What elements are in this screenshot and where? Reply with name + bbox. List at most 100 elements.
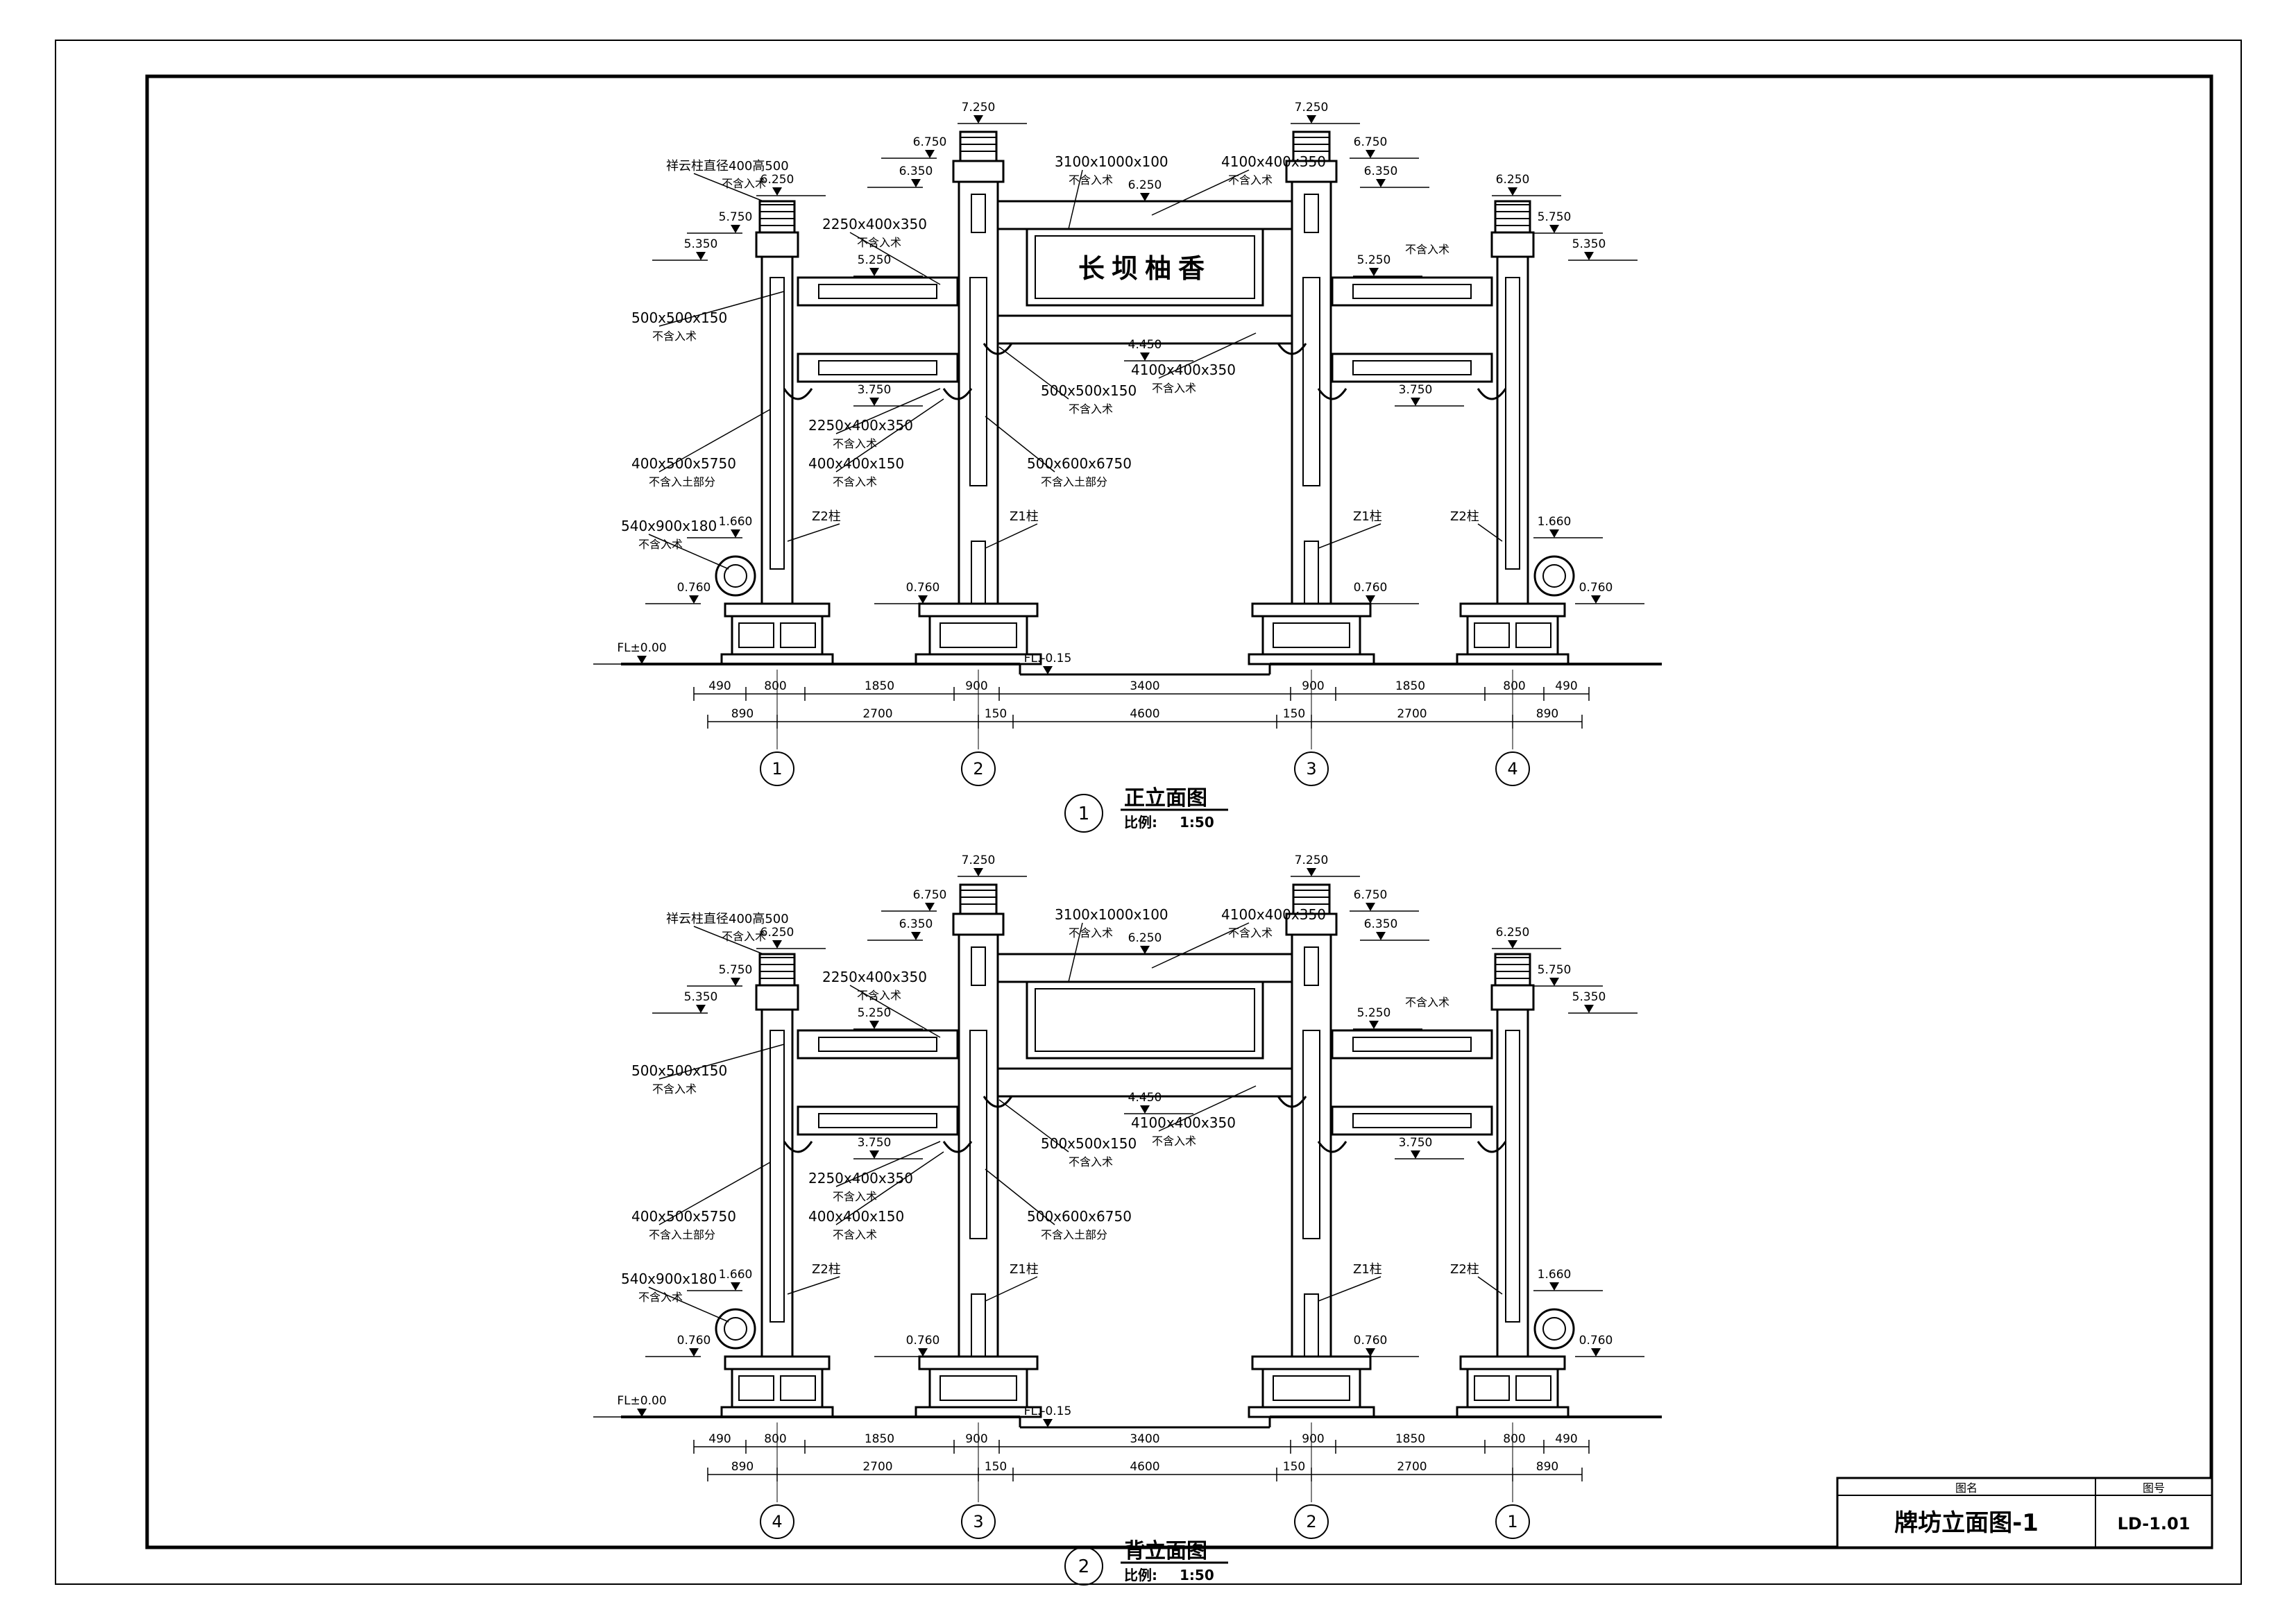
front-axis-bubble-4	[1495, 751, 1530, 786]
front-main-column-1-lantern	[959, 130, 998, 162]
front-side-column-1-cap-band	[755, 231, 799, 258]
front-level-base-3: 0.760	[1354, 581, 1388, 595]
front-note-7: 2250x400x350	[822, 216, 927, 232]
back-level-beam-top-marker	[869, 1021, 879, 1029]
back-side-column-2-plinth	[1466, 1368, 1559, 1409]
back-side-column-2-lantern	[1494, 953, 1531, 987]
front-note-29: Z2柱	[1450, 509, 1479, 524]
front-main-column-1-plinth	[928, 615, 1028, 656]
front-side-column-1-groove	[769, 277, 785, 570]
drawing-number: LD-1.01	[2118, 1514, 2191, 1533]
front-scale-label: 比例:	[1124, 814, 1157, 831]
front-main-column-2-lower-groove	[1304, 541, 1319, 611]
front-level-lower-beam: 3.750	[858, 383, 892, 397]
front-level-top-2-marker	[1307, 115, 1316, 124]
front-level-beam-top: 5.250	[858, 253, 892, 267]
back-level-mid-marker	[1140, 1105, 1150, 1114]
back-level-drum-2: 1.660	[1538, 1268, 1572, 1282]
back-level-road-marker	[1043, 1419, 1053, 1427]
back-note-14-leader	[1158, 1085, 1257, 1132]
front-level-mid: 4.450	[1128, 338, 1162, 352]
back-note-26-leader	[787, 1276, 840, 1295]
front-note-11: 不含入术	[652, 330, 697, 343]
back-main-column-1-cap-band	[952, 912, 1005, 936]
title-block-no-header: 图号	[2143, 1481, 2165, 1495]
back-axis-bubble-4	[1495, 1504, 1530, 1539]
back-side-column-2	[1496, 1008, 1529, 1365]
back-level-beam-top-2: 5.250	[1357, 1006, 1391, 1020]
back-level-lower-beam-2-marker	[1411, 1150, 1420, 1159]
front-dim2-4: 150	[1283, 707, 1305, 721]
back-level-beam-top-2-marker	[1369, 1021, 1379, 1029]
back-level-cap-small-2-marker	[1366, 903, 1375, 911]
front-axis-bubble-3	[1294, 751, 1329, 786]
front-sign-board-inner	[1035, 235, 1255, 299]
front-side-column-2-drum-stone	[1533, 555, 1575, 597]
back-dim2-2: 150	[985, 1460, 1007, 1474]
back-note-21: 不含入土部分	[649, 1228, 715, 1241]
back-note-28-leader	[1318, 1276, 1381, 1302]
front-level-cap-small: 6.750	[913, 135, 947, 149]
back-note-7-leader	[849, 985, 941, 1038]
front-level-drum: 1.660	[719, 515, 753, 529]
back-dim2-1: 2700	[862, 1460, 892, 1474]
back-note-29: Z2柱	[1450, 1262, 1479, 1277]
front-main-beam-upper	[996, 200, 1293, 230]
back-note-11: 不含入术	[652, 1082, 697, 1096]
back-side-beam-2-lower-panel	[1352, 1113, 1472, 1128]
back-note-24-leader	[648, 1286, 729, 1323]
back-level-base-3: 0.760	[1354, 1334, 1388, 1348]
back-level-main-beam-marker	[1140, 946, 1150, 954]
front-level-side-cap2-2-marker	[1584, 252, 1594, 260]
front-side-column-1	[760, 255, 794, 612]
back-level-side-top-marker	[772, 940, 782, 949]
back-main-column-1-lantern	[959, 883, 998, 915]
back-main-column-2-base-top	[1251, 1355, 1372, 1370]
title-block-name-header: 图名	[1955, 1481, 1978, 1495]
front-side-beam-1-lower	[797, 352, 959, 383]
front-note-10-leader	[658, 291, 785, 327]
front-level-side-top-2: 6.250	[1496, 173, 1530, 187]
back-side-column-2-plinth-panel-a	[1474, 1375, 1510, 1401]
back-level-lower-beam-marker	[869, 1150, 879, 1159]
back-level-side-cap-marker	[731, 978, 740, 986]
back-note-15: 不含入术	[1152, 1135, 1196, 1148]
front-note-23: 不含入土部分	[1041, 475, 1107, 488]
drawing-name: 牌坊立面图-1	[1894, 1509, 2039, 1537]
back-note-22-leader	[985, 1169, 1055, 1225]
front-main-column-2-lantern-hatch	[1293, 137, 1329, 152]
front-bracket-6	[1277, 343, 1307, 355]
back-level-side-cap: 5.750	[719, 963, 753, 977]
front-level-lower-beam-marker	[869, 398, 879, 406]
back-level-cap-small2: 6.350	[899, 917, 933, 931]
front-side-beam-2-upper-panel	[1352, 284, 1472, 299]
back-side-column-1-lantern-hatch	[760, 957, 794, 979]
back-level-top-2: 7.250	[1295, 853, 1329, 867]
front-level-beam-top-marker	[869, 268, 879, 276]
inner-border	[145, 74, 2213, 1549]
back-side-column-2-groove	[1505, 1030, 1520, 1323]
back-level-base-2-marker	[918, 1348, 928, 1357]
back-note-26: Z2柱	[812, 1262, 841, 1277]
front-level-side-cap-2: 5.750	[1538, 210, 1572, 224]
front-dim1-4: 3400	[1130, 679, 1159, 693]
front-side-column-1-base-top	[724, 602, 831, 618]
back-level-base-4: 0.760	[1579, 1334, 1613, 1348]
back-note-7: 2250x400x350	[822, 969, 927, 985]
front-side-beam-2-upper	[1331, 276, 1493, 307]
front-level-side-top-marker	[772, 187, 782, 196]
back-level-base-3-marker	[1366, 1348, 1375, 1357]
front-note-13: 不含入术	[1069, 402, 1113, 416]
back-level-top-marker	[973, 868, 983, 876]
front-note-3-leader	[1068, 169, 1083, 230]
back-level-base-2: 0.760	[906, 1334, 940, 1348]
front-axis-label-1: 1	[772, 759, 782, 779]
front-dim2-3: 4600	[1130, 707, 1159, 721]
front-level-ground-marker	[637, 656, 647, 664]
back-dim1-8: 490	[1555, 1432, 1577, 1446]
front-dim2-0: 890	[731, 707, 754, 721]
back-note-5: 4100x400x350	[1221, 906, 1326, 923]
back-level-main-beam: 6.250	[1128, 931, 1162, 945]
back-dim2-0: 890	[731, 1460, 754, 1474]
front-note-22-leader	[985, 416, 1055, 473]
